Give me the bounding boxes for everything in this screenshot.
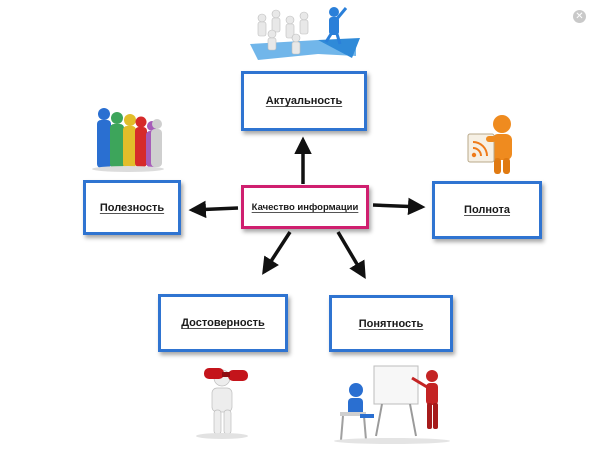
node-center-label: Качество информации: [251, 201, 359, 213]
node-relevance: Актуальность: [241, 71, 367, 131]
node-clarity-label: Понятность: [358, 317, 424, 330]
arrow-to-usefulness: [188, 200, 239, 219]
arrow-to-reliability: [262, 231, 292, 275]
node-completeness: Полнота: [432, 181, 542, 239]
arrow-to-completeness: [372, 197, 426, 216]
node-center-quality: Качество информации: [241, 185, 369, 229]
node-relevance-label: Актуальность: [265, 95, 343, 107]
close-icon[interactable]: ✕: [573, 10, 586, 23]
node-reliability-label: Достоверность: [181, 317, 265, 329]
node-reliability: Достоверность: [158, 294, 288, 352]
arrow-to-clarity: [336, 231, 366, 280]
node-completeness-label: Полнота: [464, 204, 510, 216]
node-usefulness-label: Полезность: [99, 201, 165, 214]
node-clarity: Понятность: [329, 295, 453, 352]
node-usefulness: Полезность: [83, 180, 181, 235]
